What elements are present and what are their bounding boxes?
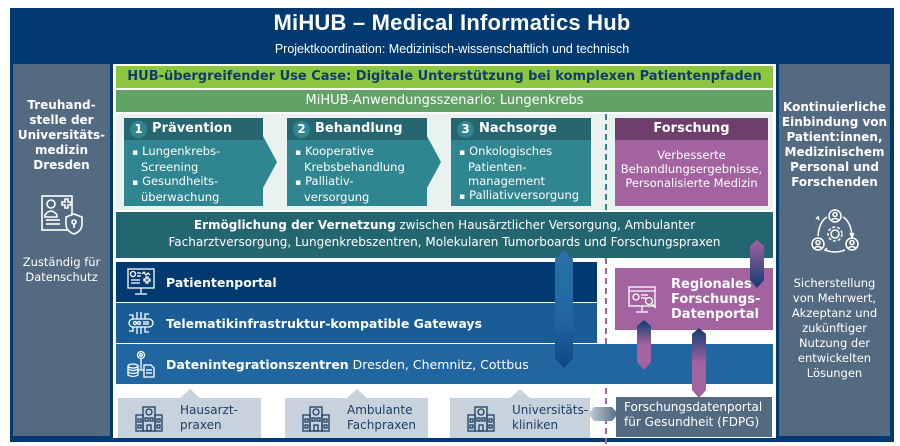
bidirectional-arrow-blue <box>555 250 573 368</box>
layer-label: Patientenportal <box>166 274 277 290</box>
phase-header: 2 Behandlung <box>287 118 427 140</box>
right-panel-stakeholders: Kontinuierliche Einbindung von Patient:i… <box>779 64 890 436</box>
research-title: Forschung <box>615 118 768 140</box>
phase-title: Behandlung <box>315 121 403 136</box>
right-note-line: Akzeptanz und <box>791 306 878 320</box>
phase-header: 3 Nachsorge <box>451 118 591 140</box>
left-panel-trust-center: Treuhand- stelle der Universitäts- mediz… <box>13 64 110 436</box>
up-pointer <box>510 389 530 398</box>
left-panel-note: Zuständig für Datenschutz <box>13 255 110 285</box>
phase-praevention: 1 Prävention Lungenkrebs-Screening Gesun… <box>124 118 263 206</box>
patient-record-shield-icon <box>13 193 110 241</box>
chevron-right-icon <box>263 136 277 188</box>
right-note-line: entwickelten <box>797 351 872 365</box>
right-panel-title: Kontinuierliche Einbindung von Patient:i… <box>779 64 890 190</box>
layer-patientenportal: Patientenportal <box>116 262 597 302</box>
institution-label: Universitäts-kliniken <box>512 403 589 432</box>
phase-nachsorge: 3 Nachsorge OnkologischesPatienten-manag… <box>451 118 591 206</box>
layer-ti-gateways: Telematikinfrastruktur-kompatible Gatewa… <box>116 303 597 343</box>
phase-items: Lungenkrebs-Screening Gesundheits-überwa… <box>124 144 263 204</box>
people-cycle-gear-icon <box>779 208 890 258</box>
phase-item: Lungenkrebs-Screening <box>132 144 263 174</box>
layer-datenintegrationszentren: Datenintegrationszentren Dresden, Chemni… <box>116 344 773 384</box>
right-note-line: Sicherstellung <box>793 276 876 290</box>
phase-number: 3 <box>457 120 474 138</box>
bidirectional-arrow-purple <box>637 320 651 370</box>
networking-text-line2: Facharztversorgung, Lungenkrebszentren, … <box>168 235 721 249</box>
phase-number: 2 <box>293 120 310 138</box>
phase-item: Palliativversorgung <box>459 188 591 204</box>
right-panel-note: Sicherstellung von Mehrwert, Akzeptanz u… <box>779 276 890 381</box>
divider-dashed <box>605 114 607 210</box>
monitor-dashboard-icon <box>116 267 166 297</box>
left-panel-title: Treuhand- stelle der Universitäts- mediz… <box>13 64 110 173</box>
research-body: Verbesserte Behandlungsergebnisse, Perso… <box>615 140 768 190</box>
right-title-line: Personal und <box>790 160 879 174</box>
left-title-line: Universitäts- <box>17 128 106 142</box>
up-pointer <box>347 389 367 398</box>
institution-universitaetskliniken: Universitäts-kliniken <box>450 398 590 438</box>
left-title-line: Treuhand- <box>27 98 96 112</box>
institution-hausarztpraxen: Hausarzt-praxen <box>118 398 261 438</box>
right-title-line: Einbindung von <box>781 115 888 129</box>
right-note-line: Nutzung der <box>798 336 871 350</box>
bidirectional-arrow-purple <box>692 328 706 398</box>
layer-label: Telematikinfrastruktur-kompatible Gatewa… <box>166 315 483 331</box>
right-note-line: zukünftiger <box>802 321 867 335</box>
phase-title: Prävention <box>152 121 233 136</box>
phase-title: Nachsorge <box>479 121 557 136</box>
left-note-line: Datenschutz <box>25 270 98 284</box>
research-line: Behandlungsergebnisse, <box>620 162 763 176</box>
networking-banner: Ermöglichung der Vernetzung zwischen Hau… <box>116 212 773 258</box>
hospital-building-icon <box>118 403 180 433</box>
layer-label: Datenintegrationszentren Dresden, Chemni… <box>166 356 529 372</box>
left-title-line: medizin <box>35 143 88 157</box>
fdpg-line: Forschungsdatenportal <box>624 400 763 414</box>
page-subtitle: Projektkoordination: Medizinisch-wissens… <box>274 42 630 56</box>
left-title-line: stelle der <box>29 113 94 127</box>
research-monitor-icon <box>615 283 671 315</box>
phase-header: 1 Prävention <box>124 118 263 140</box>
hospital-building-icon <box>450 403 512 433</box>
research-line: Personalisierte Medizin <box>625 176 758 190</box>
bidirectional-arrow-purple <box>750 240 764 288</box>
up-pointer <box>180 389 200 398</box>
institution-label: Hausarzt-praxen <box>180 403 238 432</box>
right-title-line: Patient:innen, <box>786 130 883 144</box>
right-note-line: Lösungen <box>806 366 863 380</box>
phase-item: Palliativ-versorgung <box>295 174 427 204</box>
right-title-line: Forschenden <box>791 175 878 189</box>
right-note-line: von Mehrwert, <box>792 291 877 305</box>
networking-text: zwischen Hausärztlicher Versorgung, Ambu… <box>395 218 696 232</box>
regional-portal-label: Regionales Forschungs- Datenportal <box>671 276 761 322</box>
left-title-line: Dresden <box>33 158 90 172</box>
left-note-line: Zuständig für <box>22 255 101 269</box>
page-title: MiHUB – Medical Informatics Hub <box>273 10 631 35</box>
phase-item: Gesundheits-überwachung <box>132 174 263 204</box>
regional-research-portal: Regionales Forschungs- Datenportal <box>615 268 773 330</box>
bidirectional-arrow-grey <box>588 407 618 421</box>
fdpg-line: für Gesundheit (FDPG) <box>624 415 760 429</box>
circuit-gateway-icon <box>116 308 166 338</box>
database-gear-icon <box>116 349 166 379</box>
networking-bold: Ermöglichung der Vernetzung <box>193 218 396 232</box>
research-box: Forschung Verbesserte Behandlungsergebni… <box>615 118 768 206</box>
scenario-banner: MiHUB-Anwendungsszenario: Lungenkrebs <box>116 90 773 112</box>
hospital-building-icon <box>285 403 347 433</box>
chevron-right-icon <box>427 136 441 188</box>
phase-behandlung: 2 Behandlung KooperativeKrebsbehandlung … <box>287 118 427 206</box>
fdpg-box: Forschungsdatenportal für Gesundheit (FD… <box>616 397 772 437</box>
research-line: Verbesserte <box>657 148 726 162</box>
use-case-banner: HUB-übergreifender Use Case: Digitale Un… <box>116 66 773 88</box>
right-title-line: Medizinischem <box>784 145 885 159</box>
phase-number: 1 <box>130 120 147 138</box>
right-title-line: Kontinuierliche <box>782 100 886 114</box>
